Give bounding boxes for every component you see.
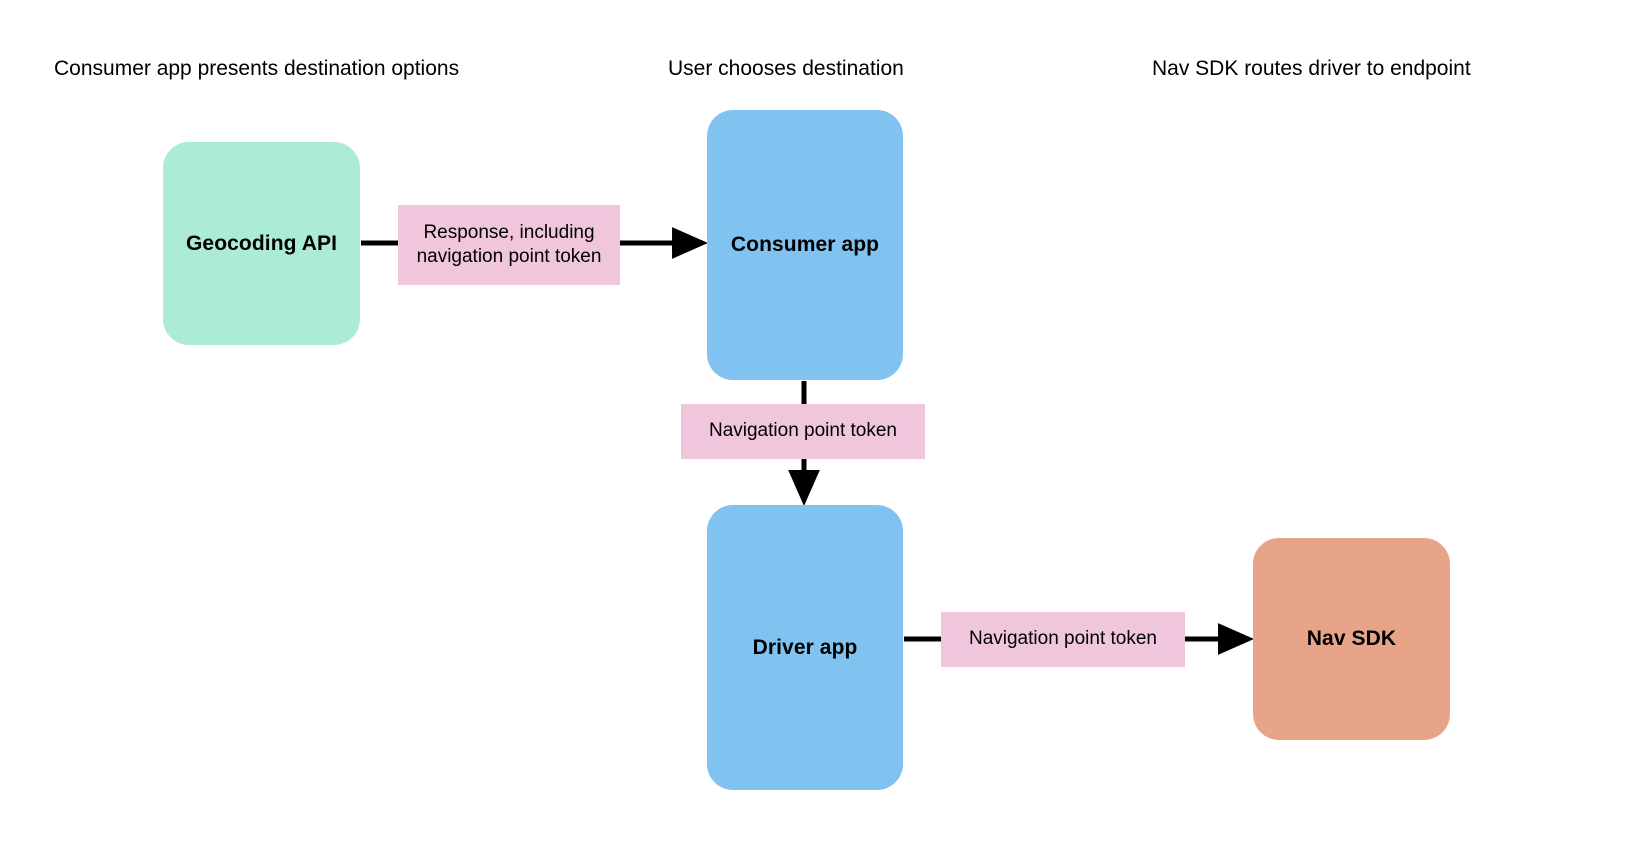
edge-label-driver-to-navsdk-text: Navigation point token: [968, 628, 1157, 650]
column-heading-user-choice: User chooses destination: [668, 57, 904, 80]
node-driver-app[interactable]: Driver app: [707, 505, 903, 790]
node-consumer-app-label: Consumer app: [730, 233, 880, 256]
node-consumer-app[interactable]: Consumer app: [707, 110, 903, 380]
column-heading-consumer-options: Consumer app presents destination option…: [54, 57, 460, 80]
edge-label-driver-to-navsdk: Navigation point token: [941, 612, 1185, 667]
edge-label-consumer-to-driver-text: Navigation point token: [708, 420, 897, 442]
edge-label-geocoding-to-consumer-text: Response, including navigation point tok…: [416, 221, 602, 267]
node-geocoding-api-label: Geocoding API: [185, 231, 338, 255]
edge-label-consumer-to-driver: Navigation point token: [681, 404, 925, 459]
node-driver-app-label: Driver app: [752, 635, 858, 659]
node-nav-sdk-label: Nav SDK: [1306, 627, 1397, 650]
column-heading-nav-routing: Nav SDK routes driver to endpoint: [1152, 57, 1471, 80]
edge-label-geocoding-to-consumer: Response, including navigation point tok…: [398, 205, 620, 285]
node-nav-sdk[interactable]: Nav SDK: [1253, 538, 1450, 740]
node-geocoding-api[interactable]: Geocoding API: [163, 142, 360, 345]
